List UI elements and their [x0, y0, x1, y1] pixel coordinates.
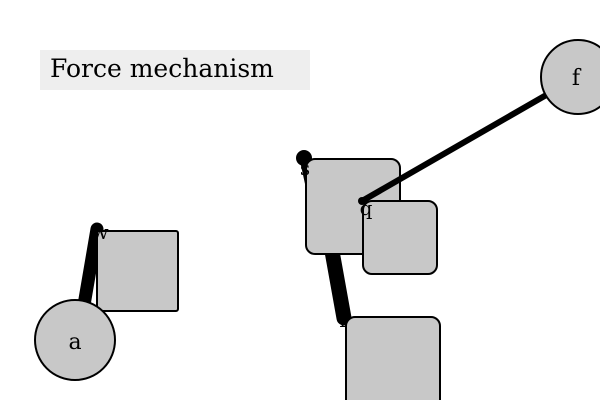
- block-r: [345, 316, 441, 400]
- joint-w-label: w: [91, 220, 108, 244]
- joint-r-label: r: [339, 308, 349, 332]
- circle-f: [540, 39, 600, 115]
- block-q: [362, 200, 438, 275]
- title-box: [40, 50, 310, 90]
- link-a-w: [77, 222, 104, 312]
- joint-q-label: q: [360, 196, 373, 220]
- block-w: [96, 230, 179, 312]
- link-q-f: [359, 91, 551, 204]
- joint-s-label: s: [300, 156, 310, 180]
- circle-f-label: f: [572, 66, 582, 91]
- circle-a-label: a: [68, 330, 81, 355]
- diagram-title: Force mechanism: [50, 54, 274, 83]
- joint-q-dot: [358, 197, 366, 205]
- circle-a: [34, 299, 116, 381]
